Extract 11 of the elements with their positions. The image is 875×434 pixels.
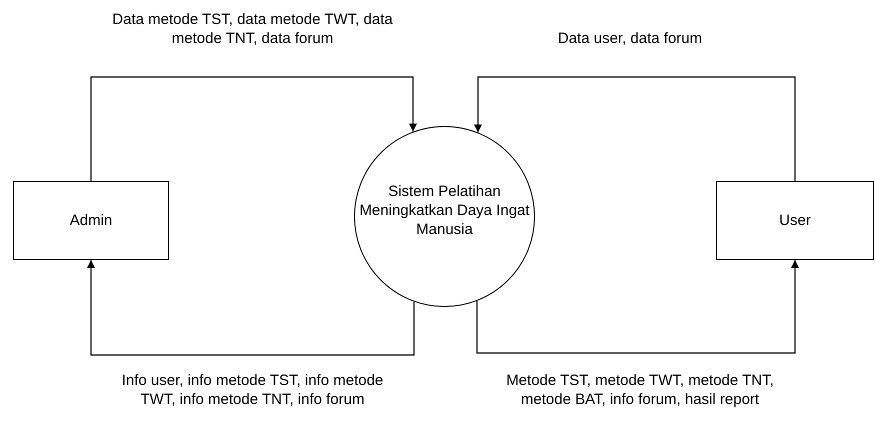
edge-label: Data metode TST, data metode TWT, data metode TNT, data forum [111, 10, 394, 48]
edge-label: Data user, data forum [556, 29, 704, 48]
entity-box: Admin [13, 181, 169, 260]
arrow [474, 76, 796, 181]
entity-box: User [716, 181, 874, 260]
arrow [90, 76, 417, 181]
process-circle: Sistem Pelatihan Meningkatkan Daya Ingat Manusia [354, 126, 535, 307]
edge-label: Info user, info metode TST, info metode TWT, info metode TNT, info forum [120, 371, 384, 409]
edge-label: Metode TST, metode TWT, metode TNT, metode BAT, info forum, hasil report [505, 371, 775, 409]
arrow [476, 260, 799, 354]
arrow [87, 260, 415, 356]
